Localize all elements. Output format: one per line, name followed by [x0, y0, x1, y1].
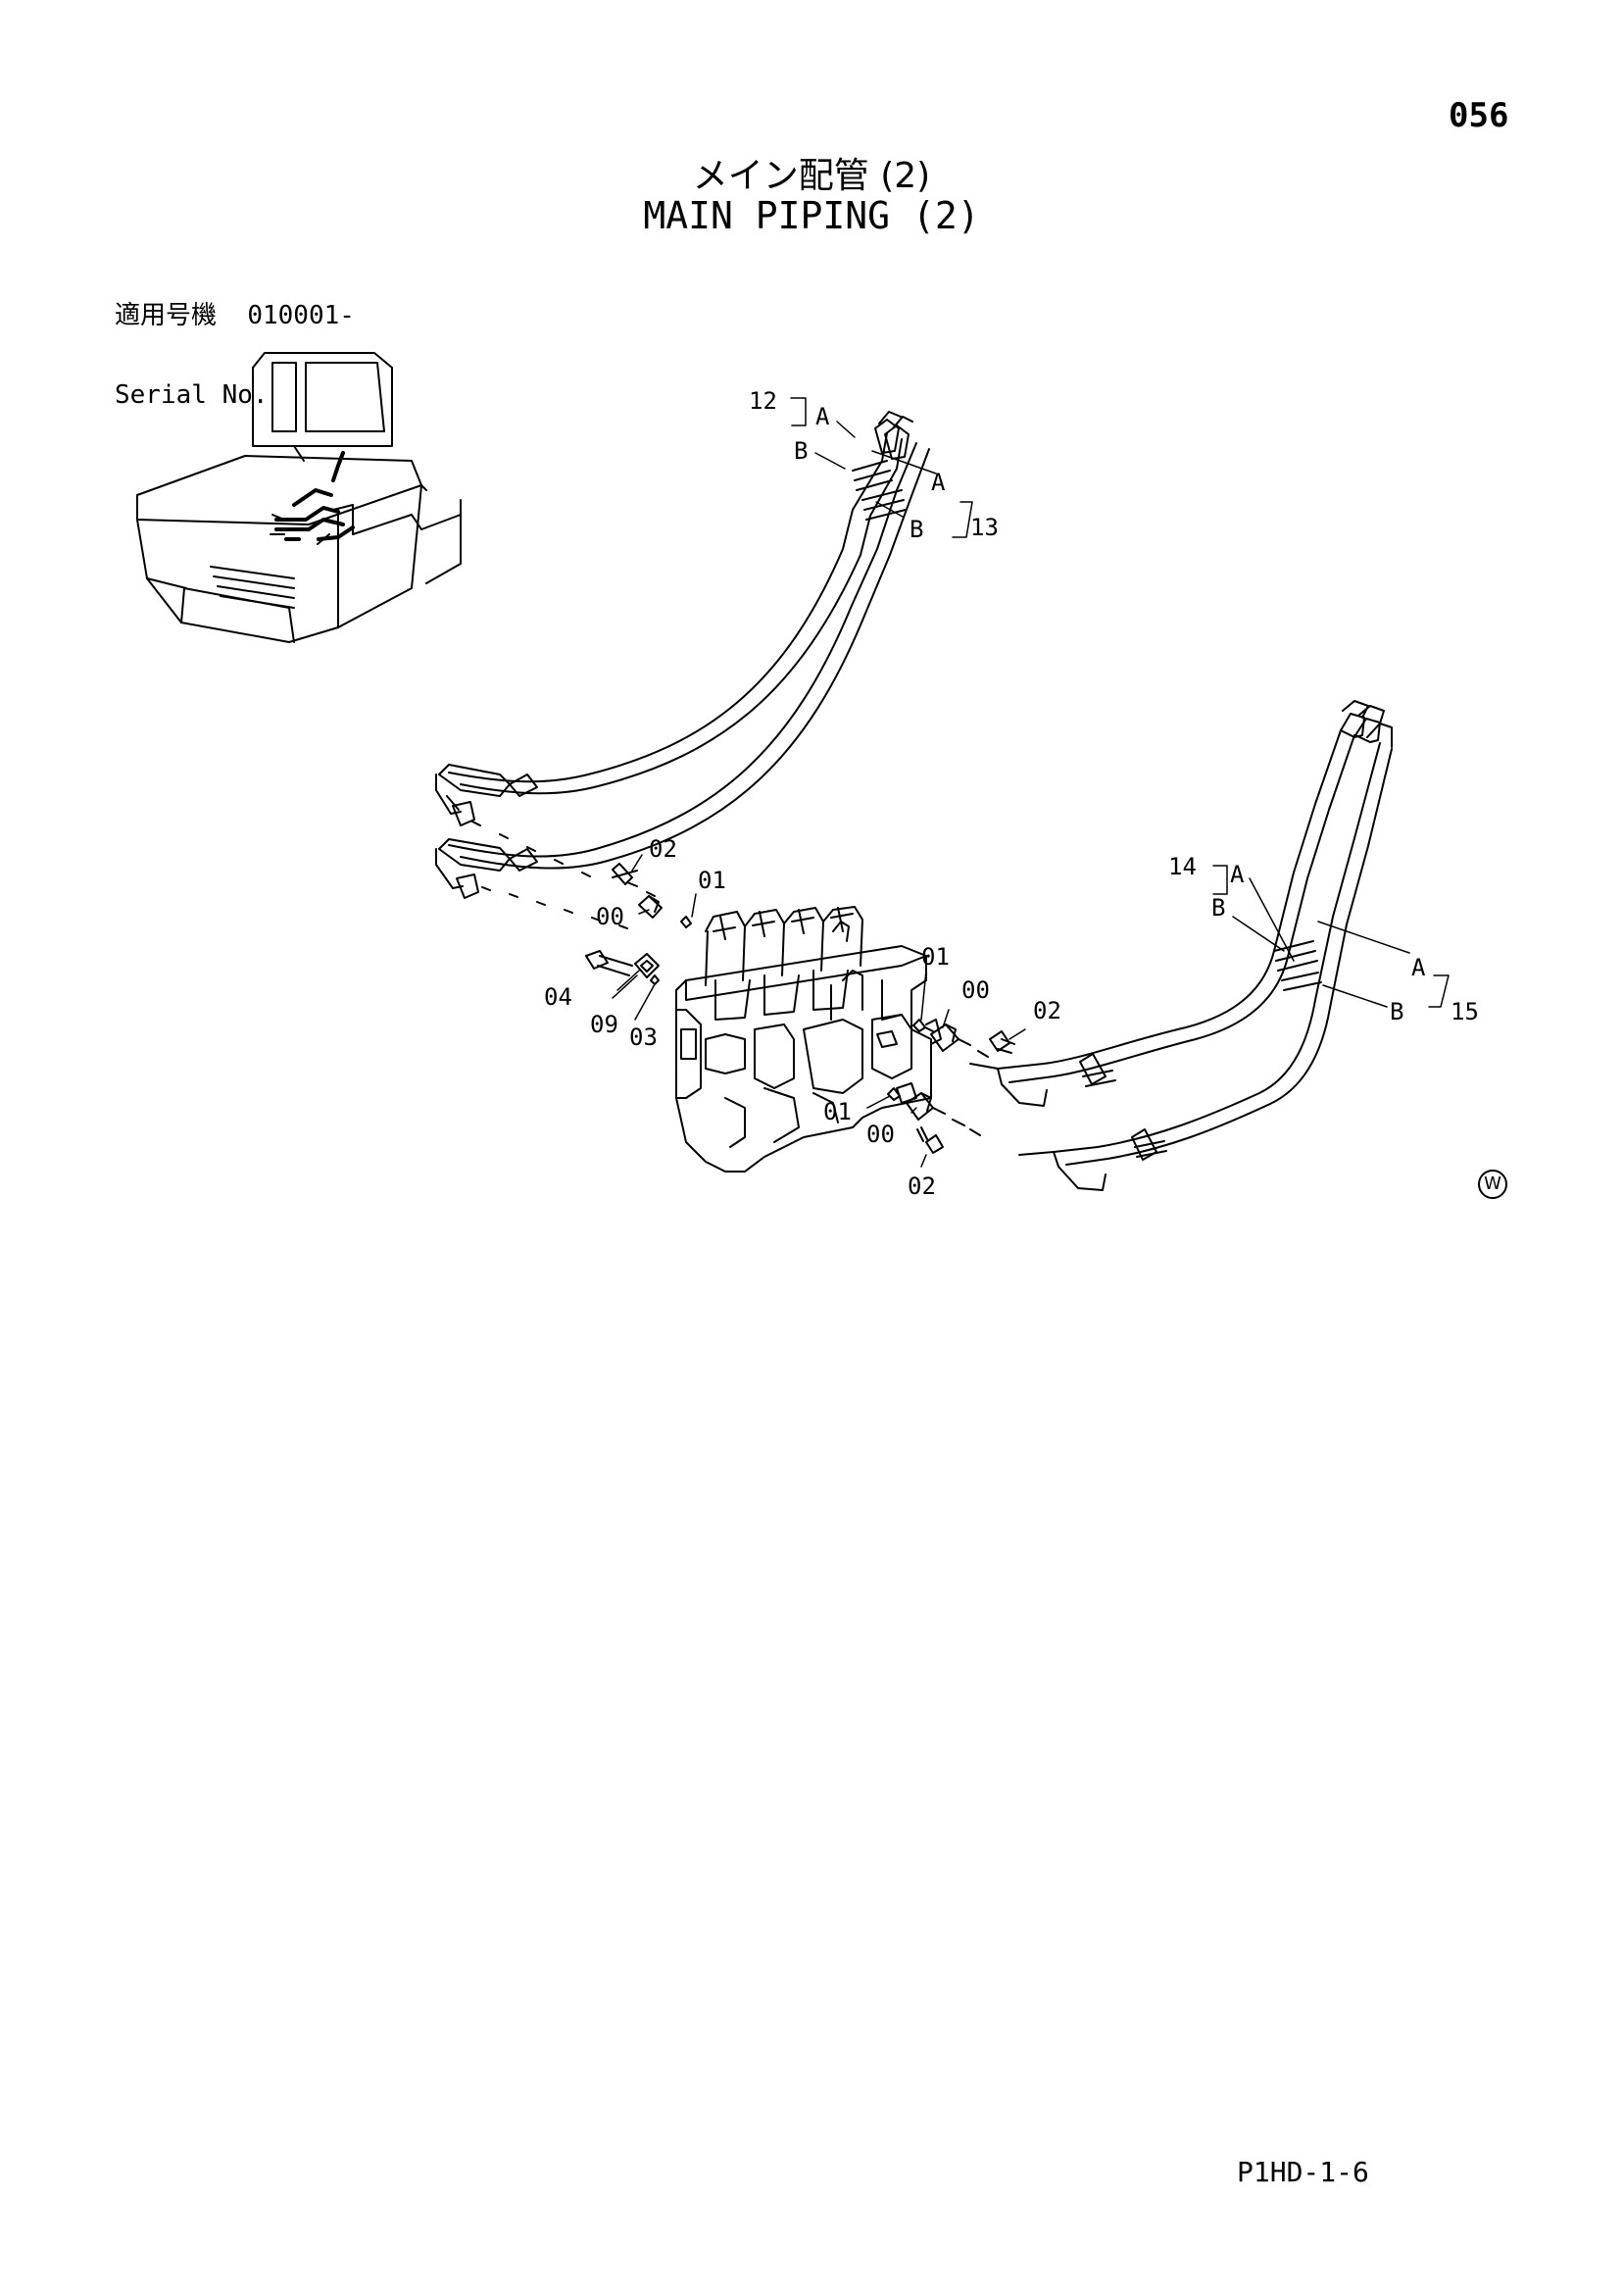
left-flange-parts	[471, 821, 692, 985]
page-number: 056	[1449, 96, 1509, 135]
control-valve	[675, 906, 942, 1173]
callout-09: 09	[590, 1011, 618, 1038]
serial-number-block: 適用号機 010001- Serial No.	[115, 250, 355, 435]
callout-01-right-upper: 01	[921, 943, 950, 971]
serial-value: 010001-	[247, 301, 355, 330]
callout-01-upper-left: 01	[698, 867, 726, 894]
right-flange-parts	[887, 1019, 1015, 1154]
callout-13-b: B	[910, 516, 923, 543]
callout-14-a: A	[1230, 861, 1245, 888]
page-title-english: MAIN PIPING (2)	[643, 194, 980, 237]
callout-12-b: B	[794, 437, 808, 465]
hose-12-13	[435, 411, 930, 899]
page-title-japanese: メイン配管 (2)	[692, 156, 931, 196]
callout-04: 04	[544, 983, 572, 1011]
serial-label-english: Serial No.	[115, 380, 269, 410]
callout-00-right-upper: 00	[961, 976, 990, 1004]
w-circle-mark: W	[1478, 1170, 1507, 1199]
callout-00-right-lower: 00	[866, 1121, 895, 1148]
callout-12: 12	[749, 387, 777, 415]
callout-02-right-lower: 02	[908, 1173, 936, 1200]
leader-lines	[612, 397, 1450, 1168]
excavator-location-thumbnail	[136, 352, 462, 643]
callout-15: 15	[1451, 998, 1479, 1025]
callout-00-upper-left: 00	[596, 903, 624, 930]
callout-15-a: A	[1411, 954, 1426, 981]
drawing-code: P1HD-1-6	[1237, 2156, 1369, 2188]
callout-12-a: A	[815, 403, 830, 430]
callout-03: 03	[629, 1023, 658, 1051]
callout-01-right-lower: 01	[823, 1098, 852, 1125]
callout-02-right-upper: 02	[1033, 997, 1061, 1024]
callout-02-upper-left: 02	[649, 835, 677, 863]
hose-14-15	[969, 700, 1393, 1191]
callout-13-a: A	[931, 469, 946, 496]
callout-15-b: B	[1390, 998, 1403, 1025]
serial-label-japanese: 適用号機	[115, 301, 218, 330]
callout-14-b: B	[1211, 894, 1225, 922]
callout-13: 13	[970, 514, 999, 541]
callout-14: 14	[1168, 853, 1197, 880]
